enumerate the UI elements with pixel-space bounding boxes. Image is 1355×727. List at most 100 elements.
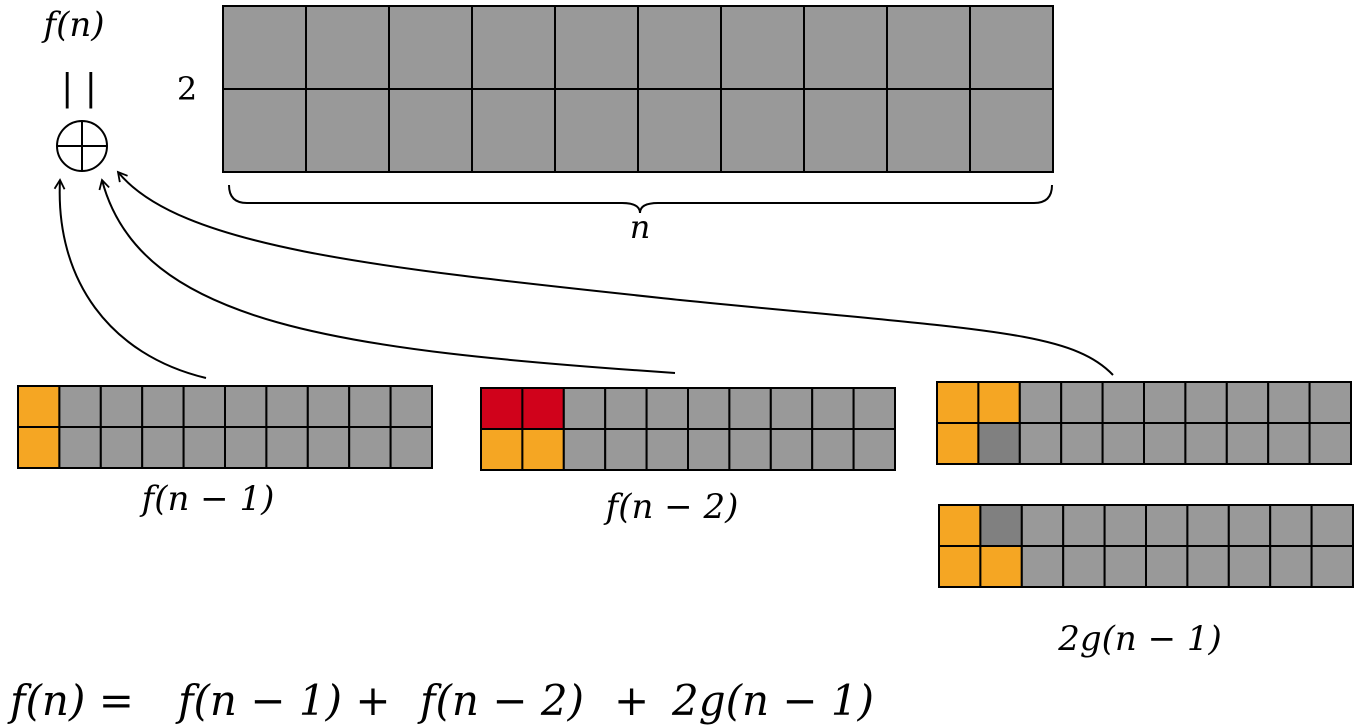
grid-cell (645, 428, 689, 471)
grid-cell (562, 428, 607, 471)
f-n-label: f(n) (40, 5, 104, 45)
grid-cell (1143, 422, 1187, 465)
arrow-from-f-n-minus-1 (53, 178, 207, 379)
grid-cell (1310, 545, 1354, 588)
grid-cell (1145, 504, 1189, 547)
grid-cell (554, 5, 639, 90)
grid-cell (1020, 504, 1065, 547)
grid-cell-orange (936, 422, 980, 465)
case-g-bottom-grid (938, 504, 1354, 588)
case-f-n-minus-2-grid (480, 387, 896, 471)
grid-cell-orange (977, 381, 1021, 424)
grid-cell (1062, 545, 1106, 588)
grid-cell (1062, 504, 1106, 547)
arrow-from-2g-n-minus-1 (116, 170, 1114, 376)
grid-cell (182, 426, 227, 469)
grid-cell (224, 385, 268, 428)
grid-cell-dark-gray (979, 504, 1023, 547)
grid-cell (1186, 504, 1230, 547)
grid-cell (471, 88, 556, 173)
grid-cell-orange (938, 504, 982, 547)
grid-cell (1225, 422, 1270, 465)
grid-cell (803, 5, 888, 90)
equation-term-3: 2g(n − 1) (671, 676, 874, 725)
grid-cell (305, 88, 390, 173)
grid-cell (99, 426, 144, 469)
grid-cell (1060, 422, 1104, 465)
width-label: n (630, 208, 651, 246)
grid-cell (306, 426, 351, 469)
grid-cell (265, 426, 309, 469)
grid-cell (554, 88, 639, 173)
grid-cell (637, 88, 722, 173)
grid-cell (1184, 422, 1228, 465)
grid-cell (1227, 545, 1272, 588)
grid-cell (1186, 545, 1230, 588)
grid-cell (969, 88, 1054, 173)
grid-cell (141, 426, 185, 469)
grid-cell (389, 385, 434, 428)
grid-cell (886, 88, 971, 173)
case-f-n-minus-1-grid (17, 385, 434, 469)
equation-term-1: f(n − 1) + (175, 676, 391, 725)
grid-cell (1020, 545, 1065, 588)
width-brace (228, 184, 1053, 214)
grid-cell (1101, 422, 1145, 465)
grid-cell (1143, 381, 1187, 424)
grid-cell-orange (938, 545, 982, 588)
grid-cell (1103, 545, 1147, 588)
grid-cell (306, 385, 351, 428)
grid-cell-orange (979, 545, 1023, 588)
grid-cell (728, 387, 772, 430)
grid-cell-orange (521, 428, 565, 471)
grid-cell (388, 88, 473, 173)
grid-cell (1145, 545, 1189, 588)
grid-cell (265, 385, 309, 428)
grid-cell-orange (936, 381, 980, 424)
grid-cell (58, 426, 102, 469)
grid-cell (182, 385, 227, 428)
grid-cell-red (521, 387, 565, 430)
grid-cell (58, 385, 102, 428)
grid-cell (1269, 504, 1313, 547)
f-n-minus-2-label: f(n − 2) (603, 487, 739, 527)
grid-cell (720, 5, 805, 90)
grid-cell (852, 387, 896, 430)
grid-cell (1018, 422, 1063, 465)
grid-cell (1018, 381, 1063, 424)
grid-cell (222, 88, 307, 173)
grid-cell (769, 387, 814, 430)
2g-n-minus-1-label: 2g(n − 1) (1057, 619, 1222, 659)
grid-cell (604, 428, 648, 471)
grid-cell (687, 428, 731, 471)
oplus-icon (56, 120, 108, 172)
grid-cell (769, 428, 814, 471)
grid-cell-orange (17, 385, 61, 428)
grid-cell (720, 88, 805, 173)
grid-cell (604, 387, 648, 430)
height-label: 2 (177, 70, 197, 108)
grid-cell (305, 5, 390, 90)
grid-cell (562, 387, 607, 430)
grid-cell (1101, 381, 1145, 424)
grid-cell (687, 387, 731, 430)
f-n-minus-1-label: f(n − 1) (139, 479, 275, 519)
grid-cell (141, 385, 185, 428)
grid-cell (852, 428, 896, 471)
grid-cell (1267, 422, 1311, 465)
equation-plus: + (614, 676, 649, 725)
case-g-top-grid (936, 381, 1352, 465)
grid-cell (1308, 381, 1352, 424)
grid-cell (637, 5, 722, 90)
grid-cell (348, 426, 392, 469)
grid-cell (1267, 381, 1311, 424)
equation-term-2: f(n − 2) (417, 676, 584, 725)
grid-cell-dark-gray (977, 422, 1021, 465)
grid-cell (388, 5, 473, 90)
grid-cell (1103, 504, 1147, 547)
grid-cell (1227, 504, 1272, 547)
grid-cell-orange (17, 426, 61, 469)
grid-cell (1308, 422, 1352, 465)
grid-cell (1269, 545, 1313, 588)
